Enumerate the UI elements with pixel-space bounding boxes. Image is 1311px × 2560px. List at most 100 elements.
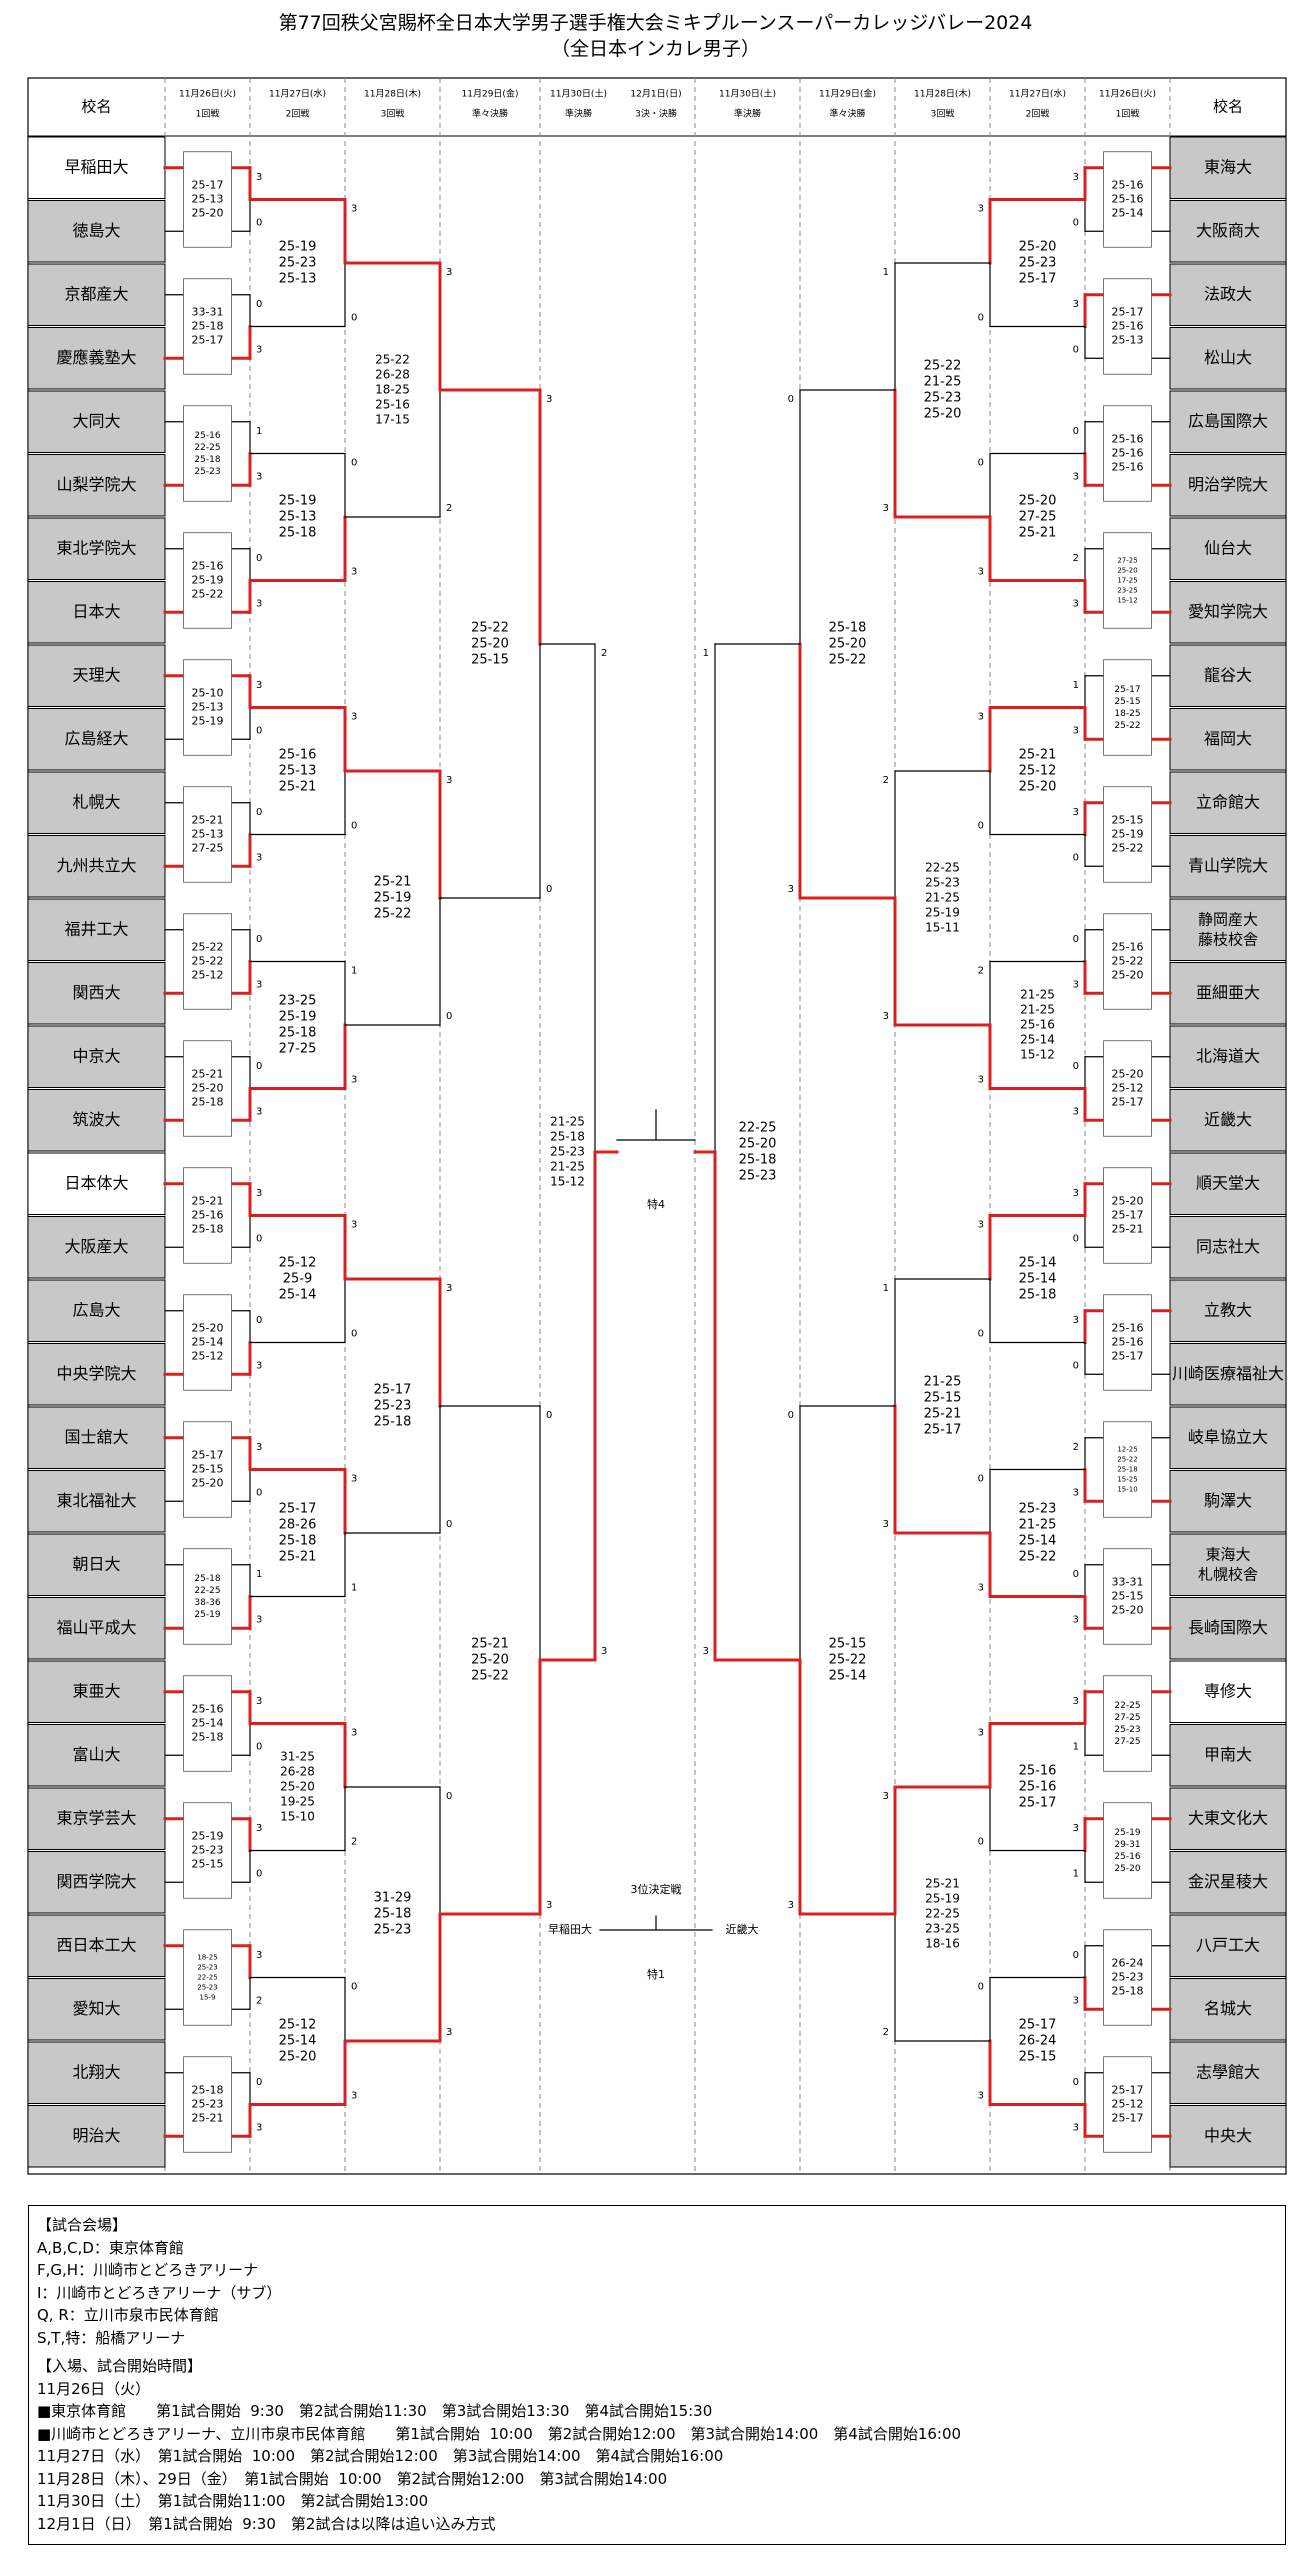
set-count: 3 [256, 979, 262, 990]
time-line: ■川崎市とどろきアリーナ、立川市泉市民体育館 第1試合開始 10:00 第2試合… [37, 2424, 962, 2443]
score-text: 25-21 [471, 1637, 509, 1652]
score-box [183, 1675, 232, 1772]
set-count: 3 [978, 1583, 984, 1594]
set-count: 2 [446, 503, 452, 514]
page-subtitle: （全日本インカレ男子） [550, 38, 760, 60]
set-count: 3 [256, 1442, 262, 1453]
score-text: 25-14 [279, 1288, 317, 1303]
score-text: 25-23 [1019, 256, 1057, 271]
score-box [1103, 405, 1152, 502]
score-text: 25-22 [192, 588, 224, 601]
score-text: 25-19 [1112, 828, 1144, 841]
score-text: 25-20 [192, 1477, 224, 1490]
score-text: 25-12 [279, 1256, 317, 1271]
notes-box: 【試合会場】 A,B,C,D：東京体育館 F,G,H：川崎市とどろきアリーナ I… [28, 2205, 1286, 2545]
score-text: 25-21 [192, 1195, 224, 1208]
score-text: 25-15 [924, 1391, 962, 1406]
team-cell [27, 1089, 166, 1152]
team-cell [27, 390, 166, 453]
venue-header: 【試合会場】 [37, 2216, 128, 2234]
set-count: 0 [256, 1315, 262, 1326]
set-count: 3 [788, 884, 794, 895]
team-name-left: 愛知大 [72, 1999, 120, 2018]
team-name-left: 東北福祉大 [56, 1491, 136, 1510]
score-text: 25-20 [1019, 780, 1057, 795]
score-text: 25-14 [829, 1669, 867, 1684]
round-label: 準々決勝 [829, 108, 865, 120]
score-text: 33-31 [1112, 1576, 1144, 1589]
score-box [183, 786, 232, 883]
team-cell [1169, 517, 1287, 580]
score-text: 25-16 [375, 398, 410, 412]
set-count: 1 [1073, 680, 1079, 691]
team-cell [1169, 581, 1287, 644]
score-box [1103, 913, 1152, 1010]
team-cell [27, 1660, 166, 1723]
team-name-left: 北翔大 [72, 2062, 120, 2081]
team-name-left: 福井工大 [64, 919, 128, 938]
score-text: 25-16 [192, 1703, 224, 1716]
team-cell [27, 708, 166, 771]
score-text: 25-21 [192, 1068, 224, 1081]
score-text: 25-19 [1114, 1828, 1140, 1838]
score-text: 21-25 [550, 1115, 585, 1129]
score-text: 25-21 [1019, 526, 1057, 541]
set-count: 2 [883, 2027, 889, 2038]
third-place-title: 3位決定戦 [631, 1882, 682, 1896]
score-text: 25-19 [925, 906, 960, 920]
score-text: 25-14 [1112, 207, 1144, 220]
third-right-team: 近畿大 [726, 1922, 759, 1936]
team-name-left: 早稲田大 [64, 157, 128, 176]
score-text: 25-22 [1112, 842, 1144, 855]
score-text: 25-21 [1019, 748, 1057, 763]
page-title: 第77回秩父宮賜杯全日本大学男子選手権大会ミキプルーンスーパーカレッジバレー20… [278, 12, 1033, 34]
score-text: 25-22 [1114, 721, 1140, 731]
team-name-right: 八戸工大 [1196, 1935, 1260, 1954]
score-text: 25-19 [192, 715, 224, 728]
score-text: 25-19 [279, 494, 317, 509]
score-text: 25-16 [1020, 1018, 1055, 1032]
team-name-right: 金沢星稜大 [1188, 1872, 1268, 1891]
score-text: 25-21 [925, 1877, 960, 1891]
team-name-left: 関西大 [72, 983, 120, 1002]
team-name-left: 大同大 [72, 411, 120, 430]
score-text: 25-22 [1117, 1456, 1137, 1464]
set-count: 0 [978, 1837, 984, 1848]
set-count: 0 [546, 884, 552, 895]
score-text: 25-23 [1019, 1502, 1057, 1517]
score-text: 25-17 [1112, 1350, 1144, 1363]
score-text: 26-28 [280, 1765, 315, 1779]
set-count: 0 [1073, 426, 1079, 437]
score-text: 25-23 [925, 876, 960, 890]
score-text: 12-25 [1117, 1446, 1137, 1454]
set-count: 0 [978, 821, 984, 832]
team-cell [1169, 962, 1287, 1025]
team-cell [1169, 1597, 1287, 1660]
score-text: 25-17 [279, 1502, 317, 1517]
third-left-team: 早稲田大 [548, 1922, 592, 1936]
score-text: 25-20 [1112, 1068, 1144, 1081]
set-count: 3 [1073, 979, 1079, 990]
team-cell [1169, 1152, 1287, 1215]
time-line: 12月1日（日） 第1試合開始 9:30 第2試合は以降は追い込み方式 [37, 2514, 496, 2533]
score-text: 25-20 [279, 2050, 317, 2065]
score-text: 22-25 [1114, 1701, 1140, 1711]
score-box [183, 532, 232, 629]
team-cell [1169, 708, 1287, 771]
round-label: 1回戦 [1116, 108, 1140, 120]
score-text: 25-12 [279, 2018, 317, 2033]
set-count: 3 [446, 775, 452, 786]
score-text: 15-10 [1117, 1486, 1137, 1494]
team-cell [1169, 835, 1287, 898]
score-text: 25-16 [1112, 1336, 1144, 1349]
set-count: 3 [978, 1220, 984, 1231]
score-text: 25-20 [192, 1322, 224, 1335]
score-text: 25-15 [1019, 2050, 1057, 2065]
score-text: 18-25 [197, 1954, 217, 1962]
set-count: 0 [546, 1410, 552, 1421]
set-count: 3 [351, 1220, 357, 1231]
set-count: 3 [256, 598, 262, 609]
set-count: 3 [446, 1283, 452, 1294]
team-name-left: 国士舘大 [64, 1427, 128, 1446]
score-text: 25-13 [192, 193, 224, 206]
